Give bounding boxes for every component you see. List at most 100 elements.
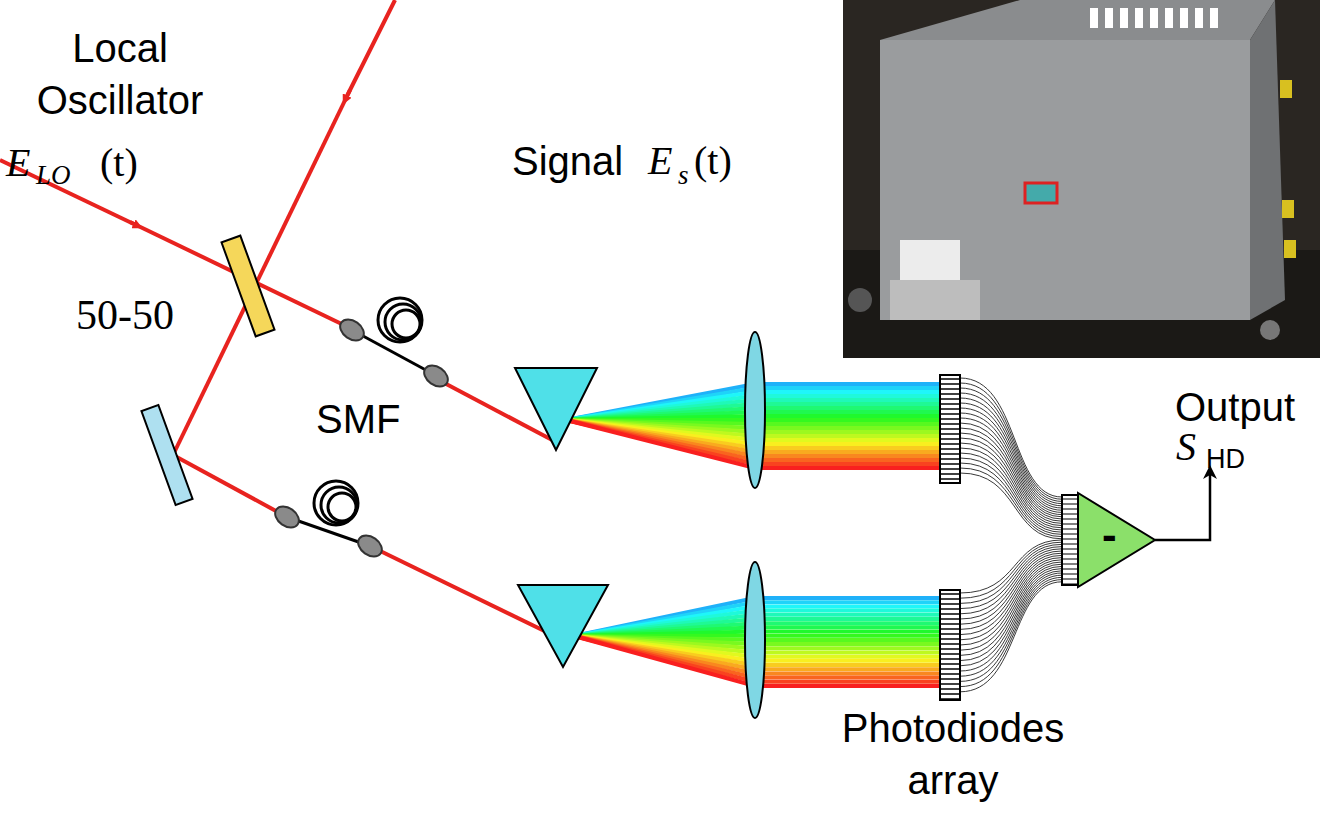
field-subscript: s: [678, 160, 689, 190]
input-block: [1062, 495, 1078, 585]
wire: [960, 553, 1062, 624]
photodiode-pixel: [940, 388, 960, 390]
input-pin: [1062, 559, 1078, 560]
laser-beams: [0, 0, 563, 640]
prism: [518, 585, 608, 667]
wire: [960, 580, 1062, 687]
source-label: Local Oscillator: [20, 22, 220, 126]
photodiode-pixel: [940, 638, 960, 640]
wire: [960, 577, 1062, 681]
photodiode-pixel: [940, 433, 960, 435]
input-pin: [1062, 564, 1078, 565]
photodiode-pixel: [940, 443, 960, 445]
prism: [515, 368, 597, 450]
wire: [960, 458, 1062, 532]
output-line: [1155, 472, 1210, 540]
photodiode-pixel: [940, 413, 960, 415]
photodiode-pixel: [940, 598, 960, 600]
wire: [960, 566, 1062, 655]
lens: [745, 332, 765, 488]
subtractor-triangle: [1078, 493, 1155, 587]
photo-inset: [843, 0, 1320, 358]
input-pin: [1062, 504, 1078, 505]
fiber-label: SMF: [316, 396, 400, 442]
photodiode-pixel: [940, 428, 960, 430]
input-pin: [1062, 574, 1078, 575]
input-pin: [1062, 509, 1078, 510]
split-ratio: 50-50: [76, 292, 174, 338]
input-pin: [1062, 569, 1078, 570]
input-pin: [1062, 549, 1078, 550]
input-pin: [1062, 544, 1078, 545]
output-subscript: HD: [1206, 444, 1245, 474]
wire: [960, 428, 1062, 519]
wire: [960, 418, 1062, 515]
photodiode-pixel: [940, 458, 960, 460]
input-pin: [1062, 579, 1078, 580]
field-symbol: E: [648, 138, 672, 184]
wire: [960, 569, 1062, 661]
input-pin: [1062, 539, 1078, 540]
field-argument: (t): [100, 140, 138, 186]
input-pin: [1062, 584, 1078, 585]
photodiode-array: [940, 375, 960, 483]
wire: [960, 582, 1062, 692]
photodiode-pixel: [940, 623, 960, 625]
photodiode-arrays: [940, 375, 960, 700]
photodiode-pixel: [940, 463, 960, 465]
photodiode-pixel: [940, 678, 960, 680]
photodiode-pixel: [940, 698, 960, 700]
photodiode-pixel: [940, 628, 960, 630]
signal-label: Signal: [512, 138, 623, 184]
photodiode-pixel: [940, 688, 960, 690]
photodiode-pixel: [940, 633, 960, 635]
photodiode-pixel: [940, 648, 960, 650]
photodiode-pixel: [940, 668, 960, 670]
minus-sign: -: [1102, 510, 1117, 560]
photodiode-pixel: [940, 448, 960, 450]
photodiode-pixel: [940, 653, 960, 655]
input-pin: [1062, 524, 1078, 525]
photodiode-pixel: [940, 693, 960, 695]
input-pin: [1062, 519, 1078, 520]
wire: [960, 433, 1062, 521]
wire: [960, 555, 1062, 629]
mirror: [141, 405, 192, 505]
input-pin: [1062, 514, 1078, 515]
input-pin: [1062, 499, 1078, 500]
wire: [960, 571, 1062, 666]
fiber-bottom: [271, 481, 386, 561]
photodiode-pixel: [940, 613, 960, 615]
photodiode-pixel: [940, 408, 960, 410]
lens: [745, 562, 765, 718]
wire: [960, 575, 1062, 676]
photodiode-pixel: [940, 593, 960, 595]
wire: [960, 473, 1062, 539]
wire: [960, 564, 1062, 650]
photodiode-pixel: [940, 393, 960, 395]
photodiode-pixel: [940, 603, 960, 605]
photodiode-pixel: [940, 398, 960, 400]
wire: [960, 573, 1062, 671]
photodiode-pixel: [940, 643, 960, 645]
photodiode-pixel: [940, 403, 960, 405]
photodiode-pixel: [940, 683, 960, 685]
field-symbol: E: [6, 140, 30, 186]
input-pin: [1062, 554, 1078, 555]
photodiode-array: [940, 590, 960, 700]
detector-label: Photodiodes array: [808, 702, 1098, 806]
field-argument: (t): [694, 138, 732, 184]
field-subscript: LO: [36, 160, 71, 190]
beam-splitter: [222, 236, 275, 337]
output-label: Output: [1175, 384, 1295, 430]
fiber-top: [336, 298, 452, 391]
photodiode-pixel: [940, 673, 960, 675]
wires: [960, 378, 1062, 692]
photodiode-pixel: [940, 438, 960, 440]
photodiode-pixel: [940, 423, 960, 425]
photodiode-pixel: [940, 658, 960, 660]
photodiode-pixel: [940, 378, 960, 380]
photodiode-pixel: [940, 418, 960, 420]
input-pin: [1062, 529, 1078, 530]
